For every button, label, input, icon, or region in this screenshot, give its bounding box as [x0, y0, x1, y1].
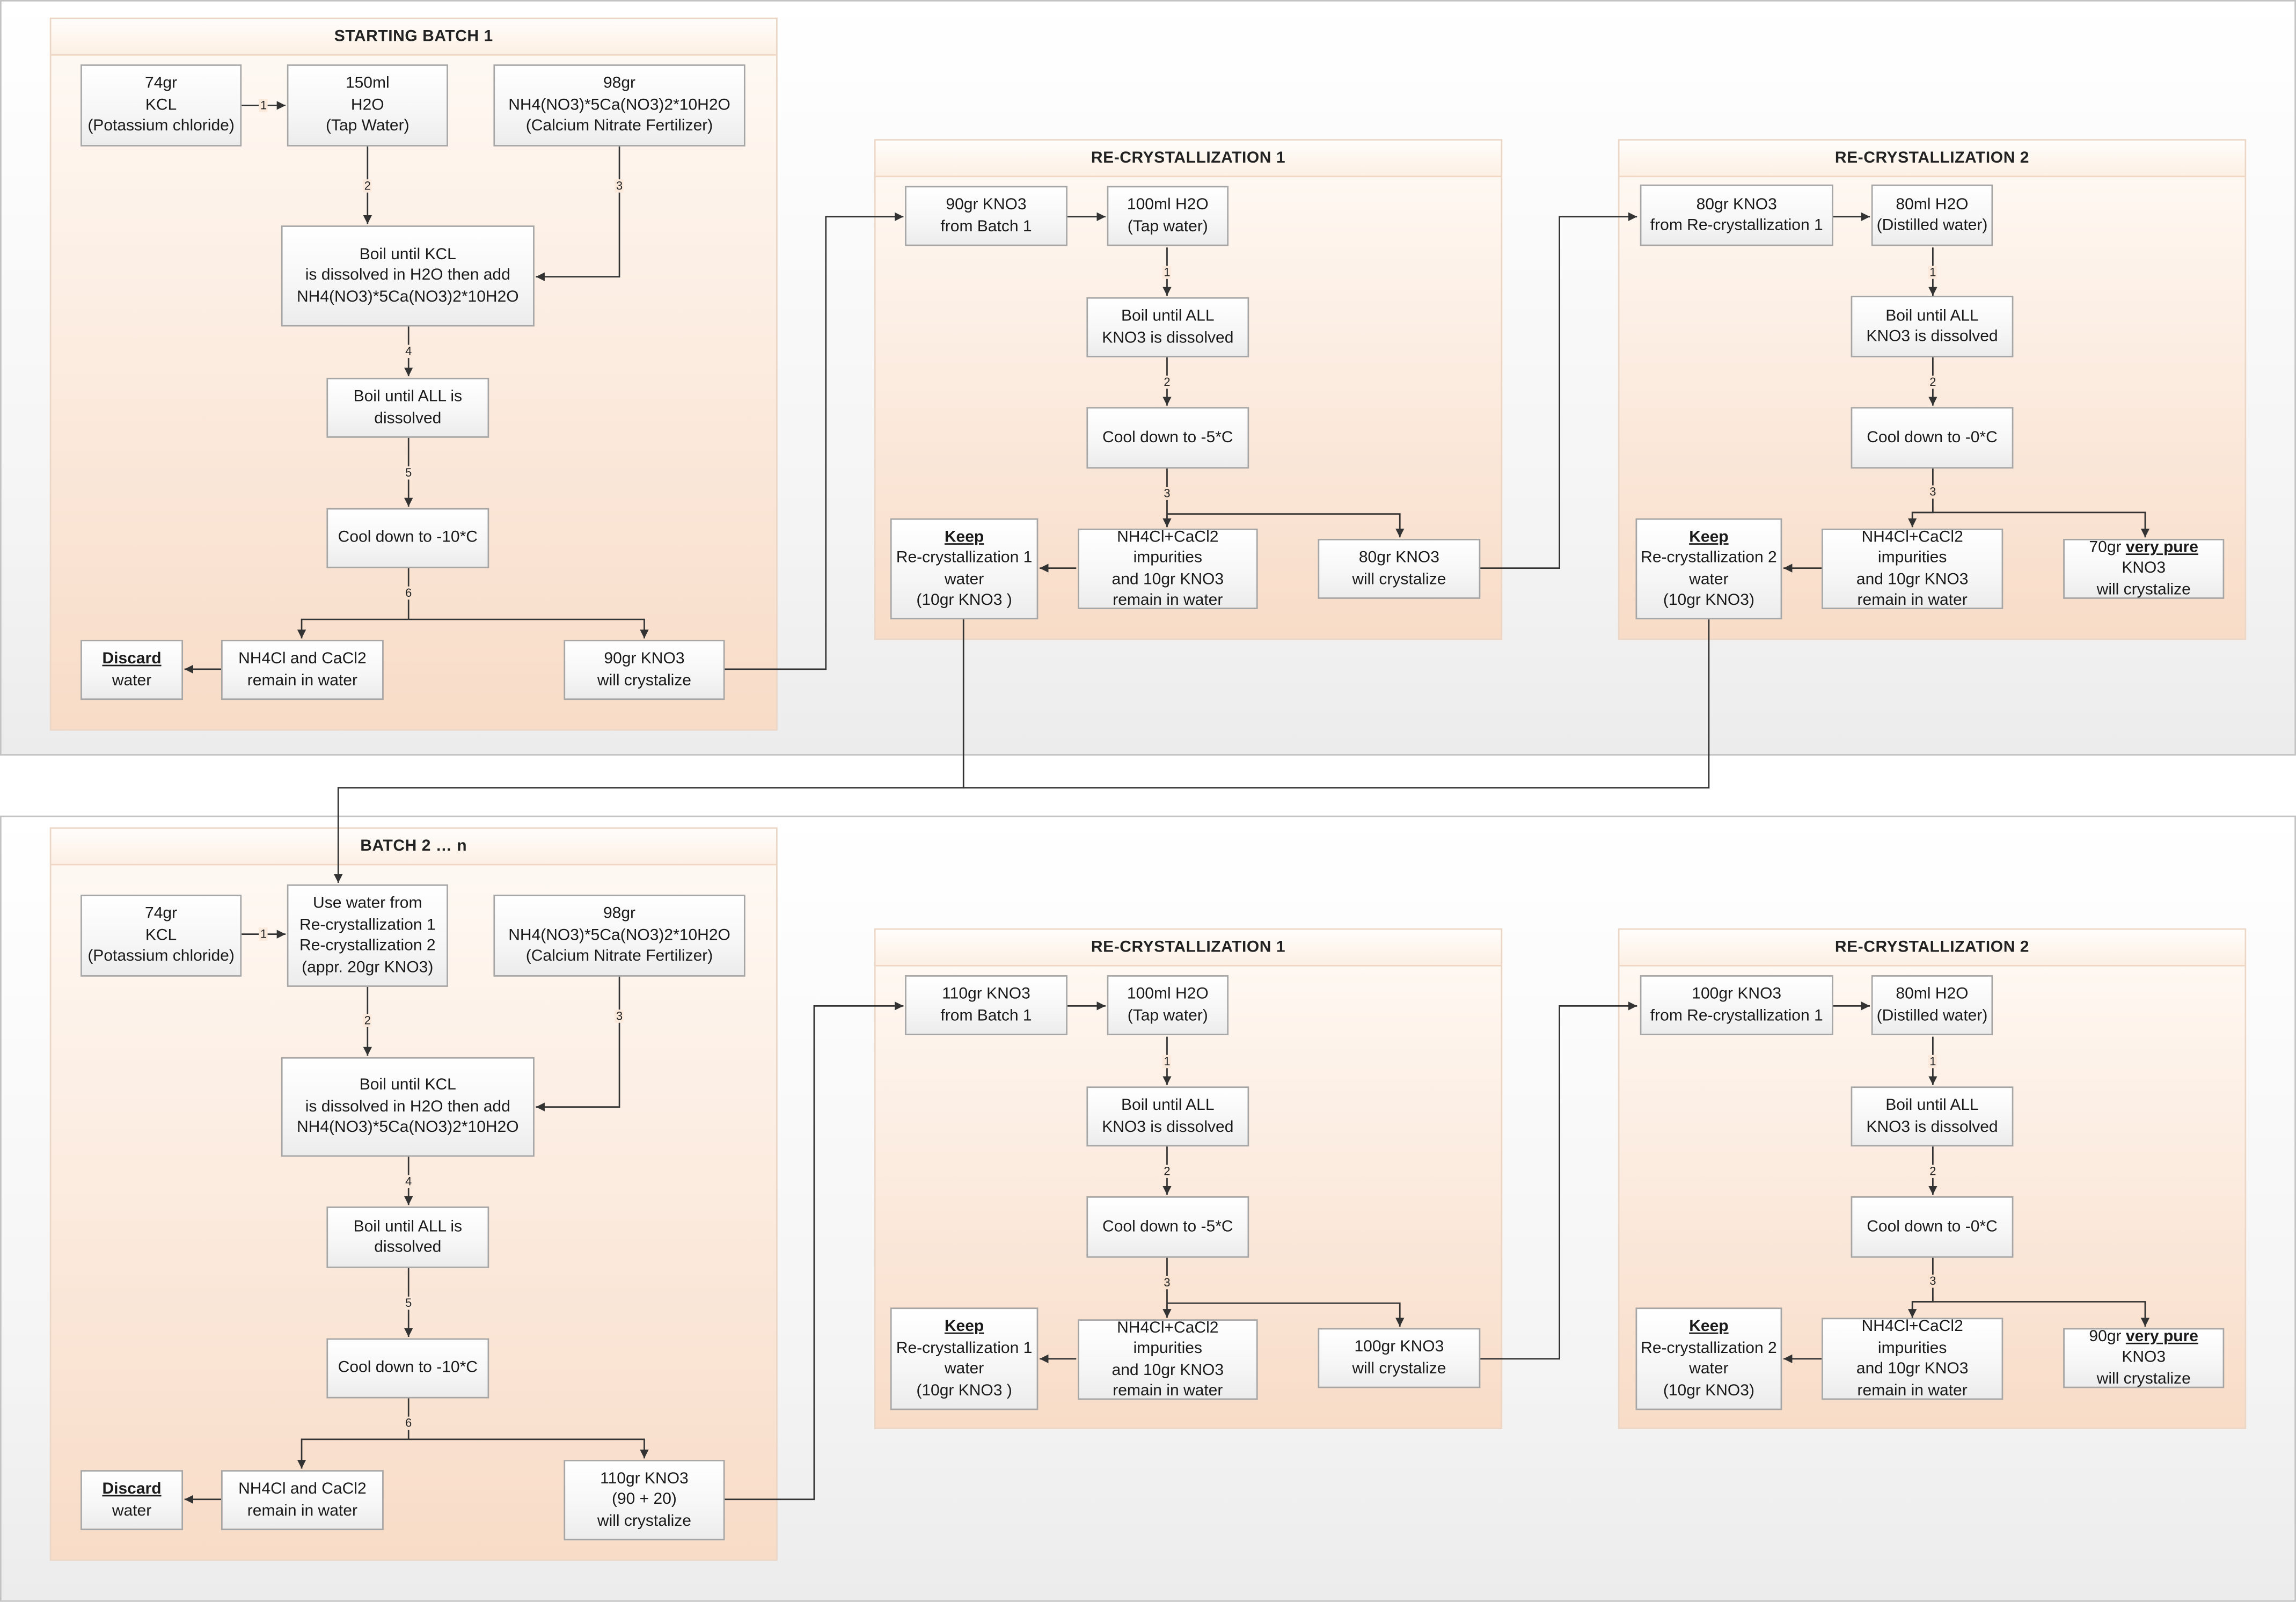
node-b2-fertilizer: 98gr NH4(NO3)*5Ca(NO3)2*10H2O (Calcium N…: [493, 894, 745, 977]
node-r2b-impurities: NH4Cl+CaCl2 impurities and 10gr KNO3 rem…: [1822, 1318, 2003, 1400]
node-r2-cool: Cool down to -0*C: [1851, 407, 2014, 469]
group-title: RE-CRYSTALLIZATION 1: [875, 140, 1501, 178]
node-r1-impurities: NH4Cl+CaCl2 impurities and 10gr KNO3 rem…: [1078, 528, 1258, 609]
node-r2b-input: 100gr KNO3 from Re-crystallization 1: [1640, 975, 1833, 1035]
group-title: RE-CRYSTALLIZATION 2: [1619, 930, 2245, 967]
node-boil-all: Boil until ALL is dissolved: [326, 377, 489, 438]
node-r2b-boil: Boil until ALL KNO3 is dissolved: [1851, 1086, 2014, 1147]
node-b2-boil-all: Boil until ALL is dissolved: [326, 1206, 489, 1268]
node-r1b-input: 110gr KNO3 from Batch 1: [905, 975, 1067, 1035]
node-r1b-impurities: NH4Cl+CaCl2 impurities and 10gr KNO3 rem…: [1078, 1319, 1258, 1400]
group-title: BATCH 2 … n: [51, 829, 776, 866]
node-b2-boil-kcl: Boil until KCL is dissolved in H2O then …: [281, 1057, 535, 1157]
node-remain: NH4Cl and CaCl2 remain in water: [221, 640, 384, 700]
step-label: 4: [404, 345, 413, 359]
step-label: 3: [1928, 1274, 1938, 1288]
group-title: STARTING BATCH 1: [51, 19, 776, 56]
step-label: 3: [1162, 487, 1172, 500]
step-label: 2: [363, 1014, 372, 1027]
node-b2-water: Use water from Re-crystallization 1 Re-c…: [287, 884, 448, 987]
step-label: 6: [404, 1416, 413, 1430]
node-r1-water: 100ml H2O (Tap water): [1107, 186, 1229, 246]
step-label: 3: [615, 1010, 624, 1023]
node-r2b-result: 90gr very pure KNO3 will crystalize: [2063, 1328, 2225, 1388]
step-label: 2: [1162, 1165, 1172, 1178]
node-r1b-water: 100ml H2O (Tap water): [1107, 975, 1229, 1035]
step-label: 6: [404, 586, 413, 600]
step-label: 5: [404, 1296, 413, 1310]
node-fertilizer: 98gr NH4(NO3)*5Ca(NO3)2*10H2O (Calcium N…: [493, 64, 745, 147]
node-r2-input: 80gr KNO3 from Re-crystallization 1: [1640, 184, 1833, 246]
node-water: 150ml H2O (Tap Water): [287, 64, 448, 147]
node-b2-result: 110gr KNO3 (90 + 20) will crystalize: [564, 1460, 725, 1541]
step-label: 2: [1162, 375, 1172, 389]
node-r2-water: 80ml H2O (Distilled water): [1871, 184, 1993, 246]
node-result: 90gr KNO3 will crystalize: [564, 640, 725, 700]
step-label: 1: [1928, 266, 1938, 279]
step-label: 2: [1928, 375, 1938, 389]
step-label: 3: [1928, 485, 1938, 499]
step-label: 4: [404, 1175, 413, 1189]
node-r1-input: 90gr KNO3 from Batch 1: [905, 186, 1067, 246]
node-r1-result: 80gr KNO3 will crystalize: [1318, 539, 1481, 599]
node-r2-impurities: NH4Cl+CaCl2 impurities and 10gr KNO3 rem…: [1822, 528, 2003, 609]
node-r1b-result: 100gr KNO3 will crystalize: [1318, 1328, 1481, 1388]
group-title: RE-CRYSTALLIZATION 1: [875, 930, 1501, 967]
node-r2-result: 70gr very pure KNO3 will crystalize: [2063, 538, 2225, 599]
node-r2b-cool: Cool down to -0*C: [1851, 1196, 2014, 1258]
node-r1b-boil: Boil until ALL KNO3 is dissolved: [1086, 1086, 1249, 1147]
step-label: 1: [259, 99, 268, 112]
node-b2-remain: NH4Cl and CaCl2 remain in water: [221, 1470, 384, 1531]
step-label: 1: [259, 927, 268, 941]
node-cool: Cool down to -10*C: [326, 508, 489, 568]
step-label: 1: [1162, 266, 1172, 279]
node-r2b-water: 80ml H2O (Distilled water): [1871, 975, 1993, 1035]
node-r1b-cool: Cool down to -5*C: [1086, 1196, 1249, 1258]
node-b2-cool: Cool down to -10*C: [326, 1338, 489, 1399]
node-r2-boil: Boil until ALL KNO3 is dissolved: [1851, 296, 2014, 357]
step-label: 3: [1162, 1276, 1172, 1290]
node-b2-kcl: 74gr KCL (Potassium chloride): [81, 894, 242, 977]
node-boil-kcl: Boil until KCL is dissolved in H2O then …: [281, 225, 535, 327]
node-r1-cool: Cool down to -5*C: [1086, 407, 1249, 469]
node-kcl: 74gr KCL (Potassium chloride): [81, 64, 242, 147]
group-title: RE-CRYSTALLIZATION 2: [1619, 140, 2245, 178]
step-label: 5: [404, 466, 413, 480]
step-label: 3: [615, 179, 624, 193]
step-label: 1: [1928, 1055, 1938, 1069]
step-label: 2: [363, 179, 372, 193]
step-label: 2: [1928, 1165, 1938, 1178]
node-r1-boil: Boil until ALL KNO3 is dissolved: [1086, 297, 1249, 357]
step-label: 1: [1162, 1055, 1172, 1069]
